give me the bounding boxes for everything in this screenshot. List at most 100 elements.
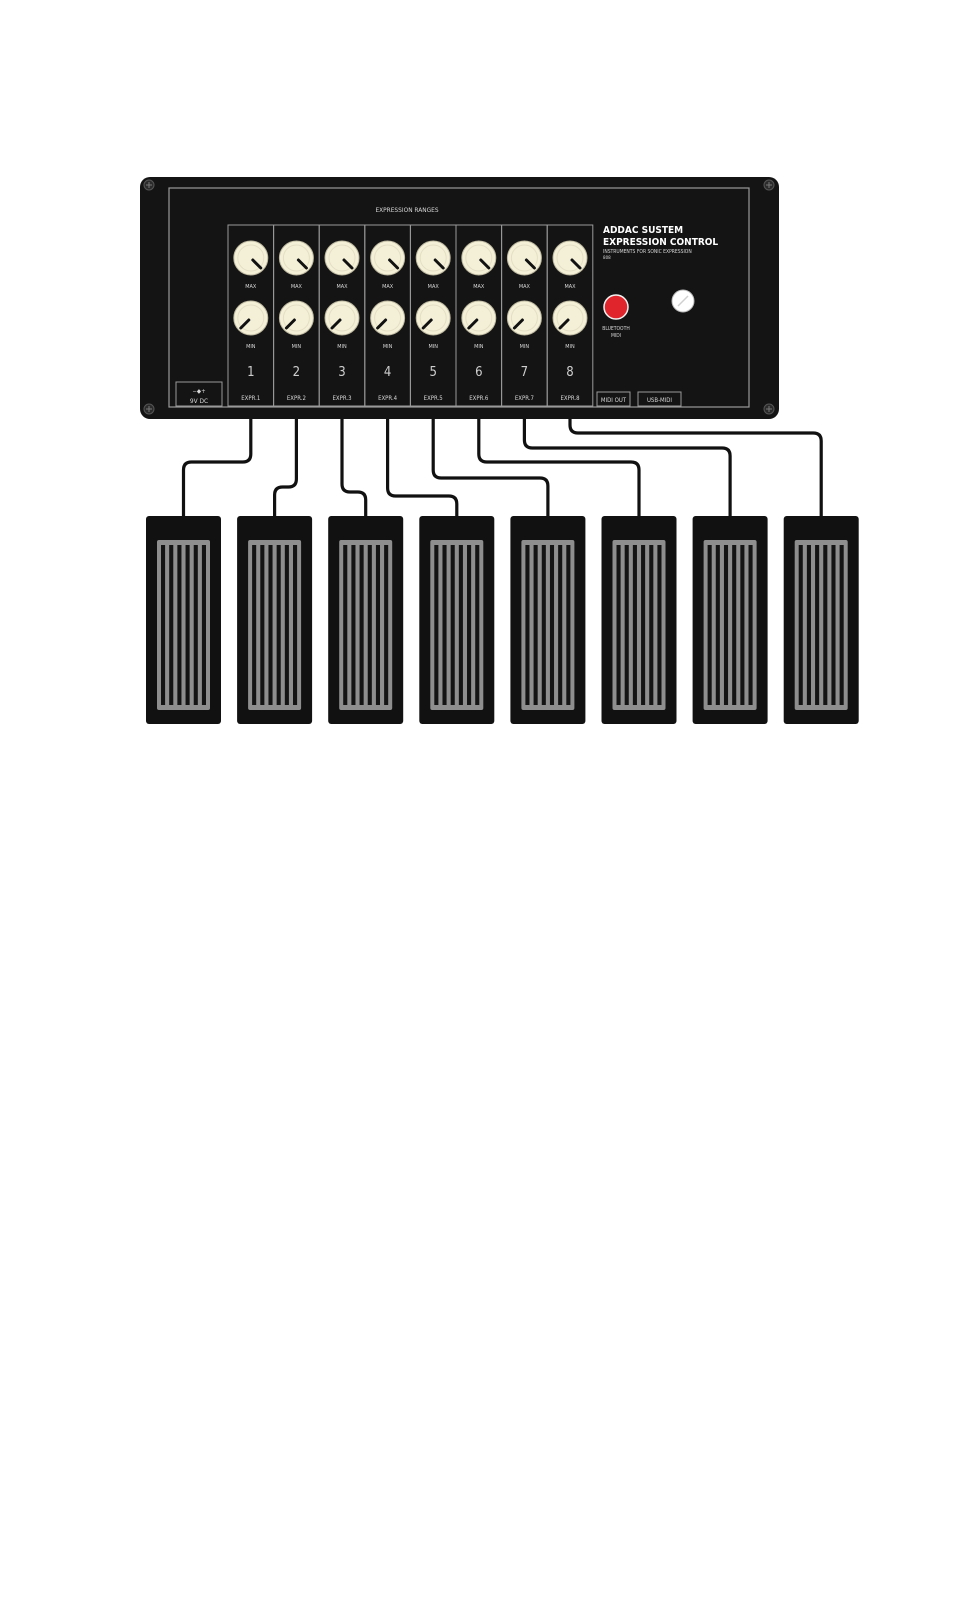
max-label: MAX xyxy=(336,284,348,290)
expression-pedal-7[interactable] xyxy=(692,516,768,724)
cable-6 xyxy=(477,419,641,516)
grip-slot xyxy=(450,545,455,705)
grip-slot xyxy=(549,545,555,705)
screw-top-left-icon xyxy=(143,179,155,191)
min-knob-6[interactable] xyxy=(461,300,497,336)
min-knob-8[interactable] xyxy=(552,300,588,336)
max-knob-6[interactable] xyxy=(461,240,497,276)
grip-slot xyxy=(442,545,447,705)
expression-pedals xyxy=(146,516,859,724)
grip-slot xyxy=(715,545,720,705)
grip-slot xyxy=(343,545,348,705)
min-knob-5[interactable] xyxy=(415,300,451,336)
min-knob-2[interactable] xyxy=(278,300,314,336)
grip-slot xyxy=(252,545,257,705)
channel-number: 2 xyxy=(293,365,300,380)
grip-slot xyxy=(293,545,298,705)
grip-slot xyxy=(169,545,174,705)
cables xyxy=(181,419,823,516)
channel-number: 7 xyxy=(521,365,528,380)
screw-bottom-left-icon xyxy=(143,403,155,415)
grip-slot xyxy=(723,545,729,705)
grip-slot xyxy=(434,545,439,705)
grip-slot xyxy=(641,545,646,705)
min-knob-1[interactable] xyxy=(233,300,269,336)
grip-slot xyxy=(193,545,198,705)
max-label: MAX xyxy=(291,284,303,290)
grip-slot xyxy=(558,545,563,705)
grip-slot xyxy=(839,545,844,705)
midi-out-label: MIDI OUT xyxy=(601,397,627,404)
grip-slot xyxy=(823,545,828,705)
grip-slot xyxy=(384,545,389,705)
min-label: MIN xyxy=(292,344,302,350)
expression-pedal-3[interactable] xyxy=(328,516,404,724)
grip-slot xyxy=(268,545,273,705)
expression-pedal-5[interactable] xyxy=(510,516,586,724)
cable-5 xyxy=(431,419,550,516)
power-polarity-icon: −◆+ xyxy=(192,388,205,395)
grip-slot xyxy=(367,545,372,705)
grip-slot xyxy=(533,545,538,705)
max-knob-4[interactable] xyxy=(370,240,406,276)
grip-slot xyxy=(351,545,356,705)
channel-frame xyxy=(546,224,594,407)
min-label: MIN xyxy=(383,344,393,350)
grip-slot xyxy=(458,545,463,705)
expr-jack-label: EXPR.8 xyxy=(560,395,580,402)
expression-pedal-6[interactable] xyxy=(601,516,677,724)
grip-slot xyxy=(806,545,811,705)
brand-tagline: INSTRUMENTS FOR SONIC EXPRESSION xyxy=(603,249,692,255)
expression-pedal-2[interactable] xyxy=(237,516,313,724)
grip-slot xyxy=(831,545,836,705)
grip-slot xyxy=(707,545,712,705)
screw-bottom-right-icon xyxy=(763,403,775,415)
grip-slot xyxy=(467,545,472,705)
max-knob-3[interactable] xyxy=(324,240,360,276)
max-label: MAX xyxy=(473,284,485,290)
grip-slot xyxy=(276,545,281,705)
bluetooth-midi-label: MIDI xyxy=(611,333,621,339)
max-knob-8[interactable] xyxy=(552,240,588,276)
min-knob-3[interactable] xyxy=(324,300,360,336)
max-knob-7[interactable] xyxy=(506,240,542,276)
max-knob-1[interactable] xyxy=(233,240,269,276)
channel-number: 5 xyxy=(429,365,436,380)
max-label: MAX xyxy=(382,284,394,290)
grip-slot xyxy=(185,545,190,705)
max-knob-2[interactable] xyxy=(278,240,314,276)
brand-model: 808 xyxy=(603,255,611,261)
expr-jack-label: EXPR.4 xyxy=(378,395,398,402)
expression-pedal-1[interactable] xyxy=(146,516,221,724)
bluetooth-label: BLUETOOTH xyxy=(602,326,629,332)
expression-pedal-4[interactable] xyxy=(419,516,495,724)
cable-2 xyxy=(273,419,298,516)
expr-jack-label: EXPR.1 xyxy=(241,395,260,402)
grip-slot xyxy=(748,545,753,705)
midi-out-port[interactable]: MIDI OUT xyxy=(596,391,631,407)
grip-slot xyxy=(632,545,637,705)
min-label: MIN xyxy=(246,344,256,350)
grip-slot xyxy=(616,545,621,705)
power-jack[interactable]: −◆+ 9V DC xyxy=(175,381,223,407)
expr-jack-label: EXPR.3 xyxy=(332,395,351,402)
section-title: EXPRESSION RANGES xyxy=(375,206,438,214)
expr-jack-label: EXPR.6 xyxy=(469,395,489,402)
channel-number: 4 xyxy=(384,365,391,380)
brand-line1: ADDAC SUSTEM xyxy=(603,225,683,236)
grip-slot xyxy=(566,545,571,705)
expr-jack-label: EXPR.7 xyxy=(515,395,534,402)
grip-slot xyxy=(649,545,654,705)
usb-midi-port[interactable]: USB-MIDI xyxy=(637,391,682,407)
min-knob-7[interactable] xyxy=(506,300,542,336)
expression-pedal-8[interactable] xyxy=(783,516,859,724)
bluetooth-midi-button[interactable] xyxy=(603,294,629,320)
max-knob-5[interactable] xyxy=(415,240,451,276)
min-knob-4[interactable] xyxy=(370,300,406,336)
